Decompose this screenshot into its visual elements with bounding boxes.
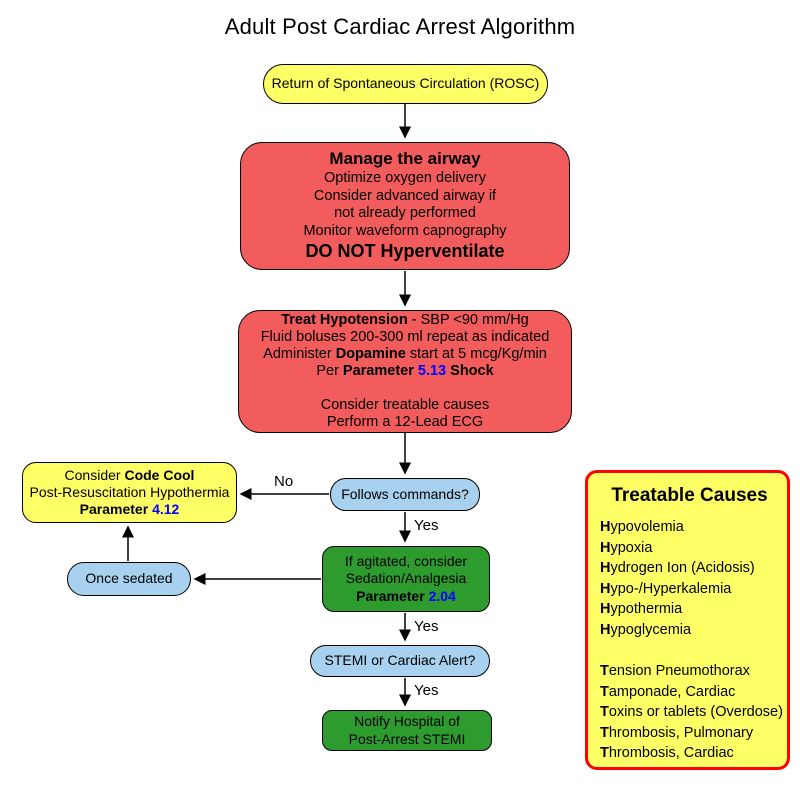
node-rosc: Return of Spontaneous Circulation (ROSC)	[263, 64, 548, 104]
treatable-causes-title: Treatable Causes	[611, 485, 768, 506]
node-follows-commands: Follows commands?	[330, 478, 480, 511]
edge-label-yes-2: Yes	[414, 618, 439, 635]
edge-label-yes-3: Yes	[414, 682, 439, 699]
node-stemi-cardiac-alert: STEMI or Cardiac Alert?	[310, 645, 490, 677]
edge-label-yes-1: Yes	[414, 517, 439, 534]
edge-label-no: No	[274, 473, 294, 490]
node-once-sedated: Once sedated	[67, 562, 191, 596]
page-title: Adult Post Cardiac Arrest Algorithm	[224, 14, 576, 39]
